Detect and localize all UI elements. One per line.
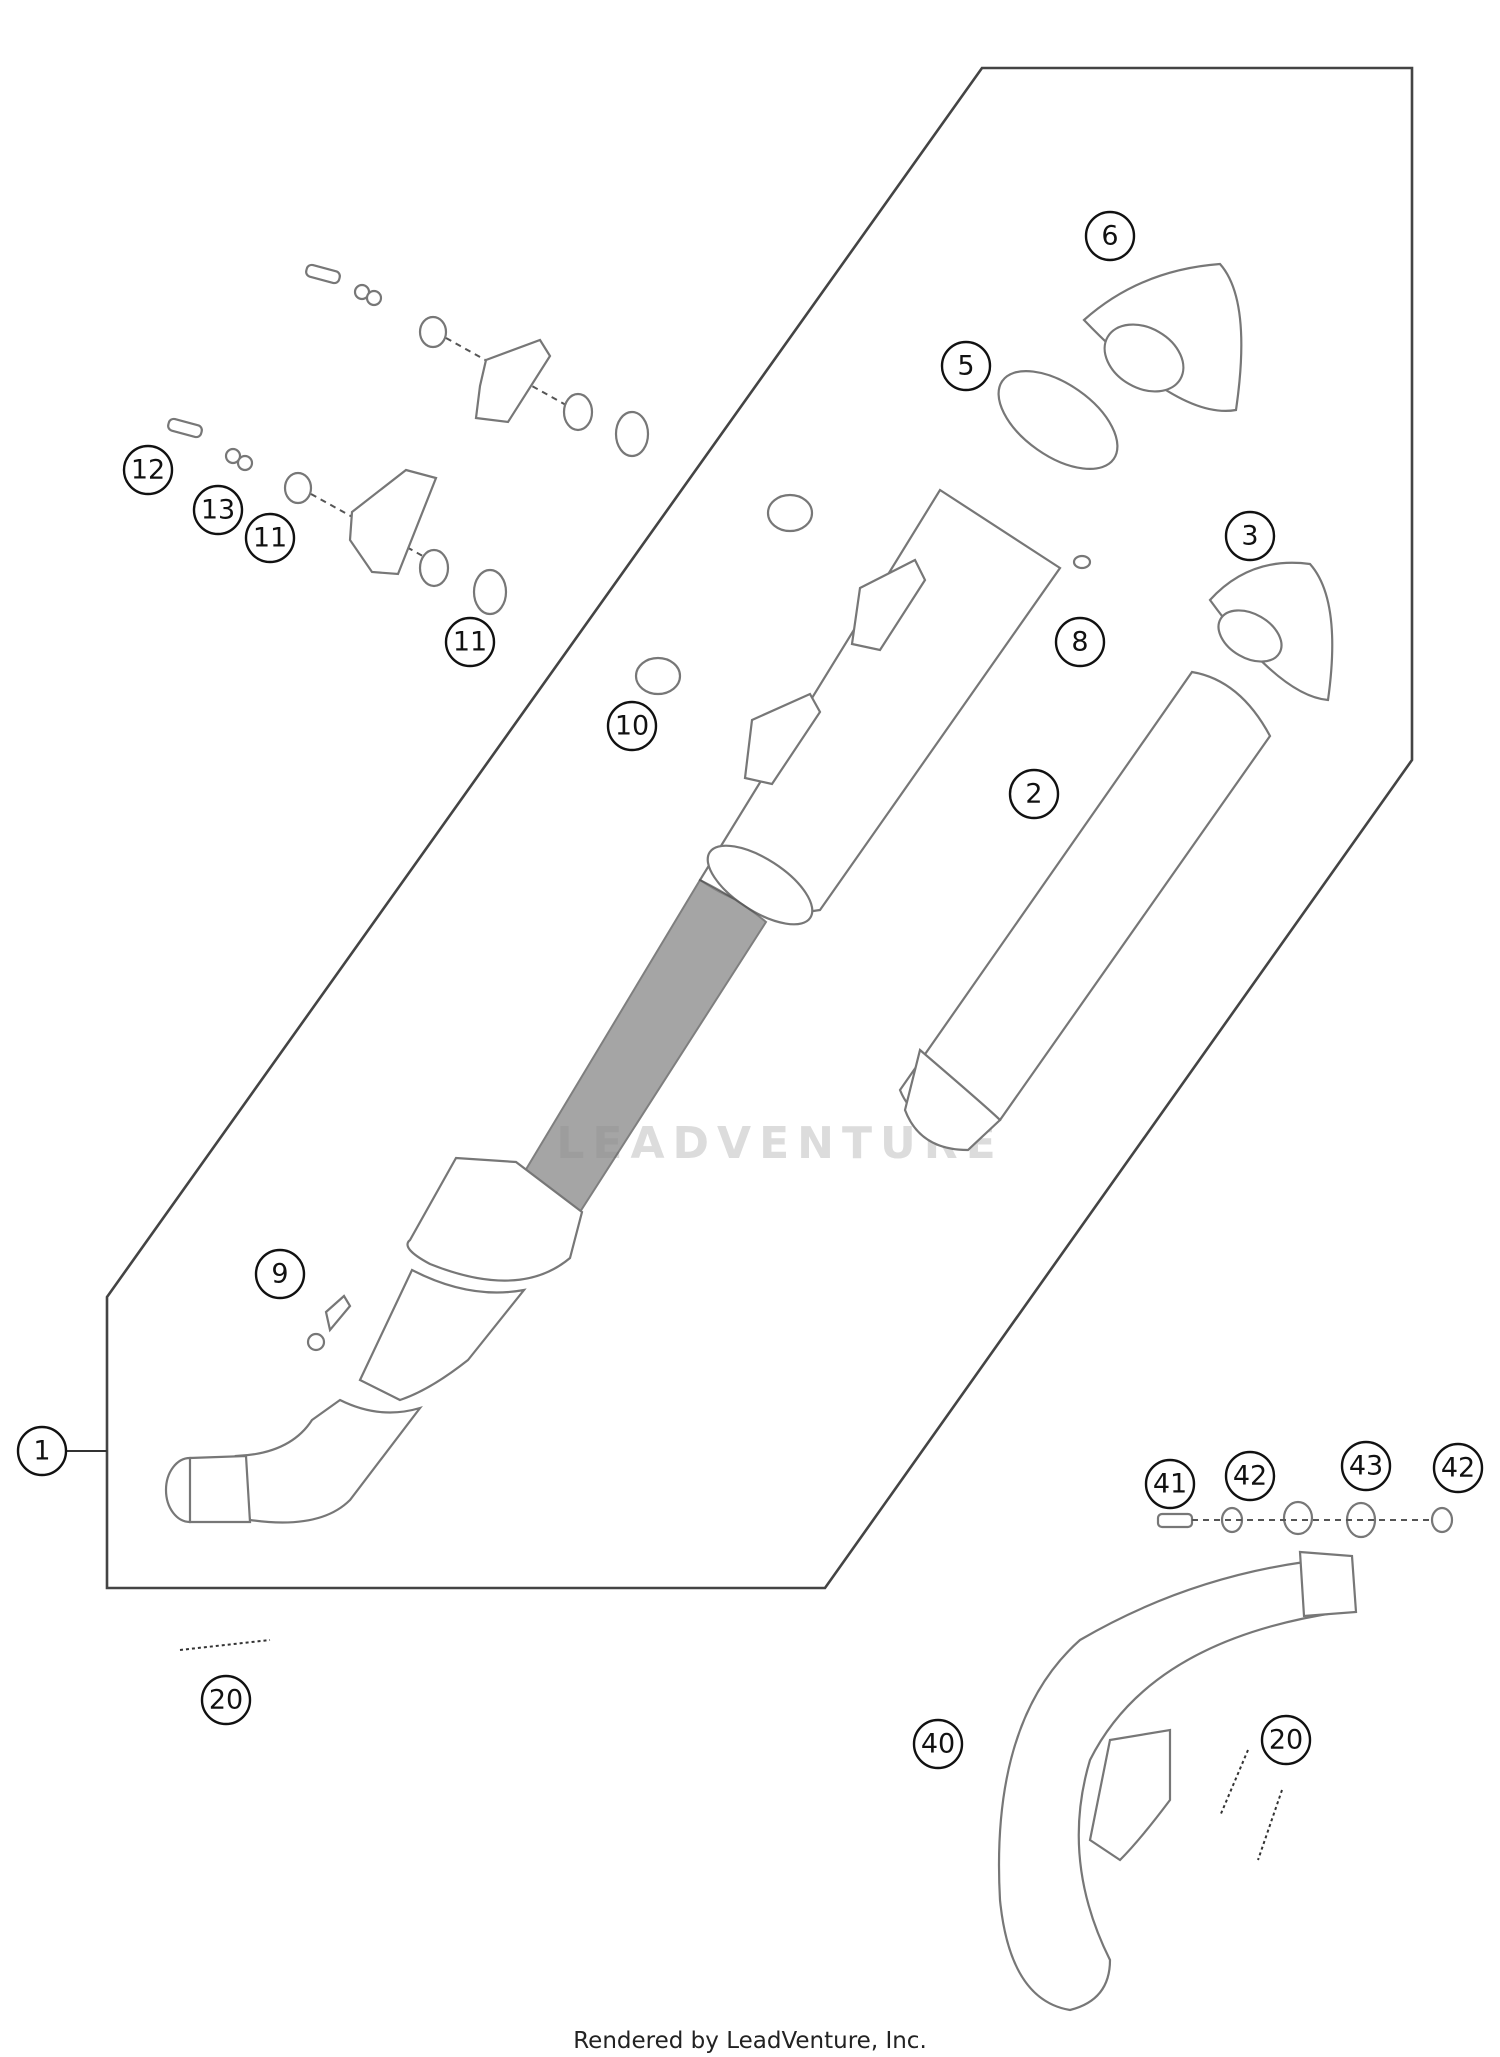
svg-text:2: 2: [1025, 779, 1042, 810]
svg-text:20: 20: [209, 1685, 243, 1716]
mounting-bracket-upper[interactable]: [305, 263, 650, 458]
callout-43: 43: [1340, 1440, 1392, 1492]
svg-text:13: 13: [201, 495, 235, 526]
svg-text:3: 3: [1241, 521, 1258, 552]
rubber-grommet-lower[interactable]: [634, 656, 682, 696]
svg-text:43: 43: [1349, 1451, 1383, 1482]
svg-text:9: 9: [271, 1259, 288, 1290]
callout-40: 40: [912, 1718, 964, 1770]
rubber-grommet-upper[interactable]: [766, 493, 814, 533]
svg-text:6: 6: [1101, 221, 1118, 252]
callout-5: 5: [940, 340, 992, 392]
spring-left[interactable]: [179, 1639, 271, 1651]
spring-clip[interactable]: [306, 1294, 352, 1352]
assembly-frame: [105, 66, 1414, 1590]
svg-text:40: 40: [921, 1729, 955, 1760]
muffler-inner-body[interactable]: [696, 488, 1062, 939]
spring-right-a[interactable]: [1219, 1749, 1249, 1817]
svg-text:11: 11: [253, 523, 287, 554]
inlet-cone-and-pipe[interactable]: [164, 1156, 584, 1524]
svg-text:12: 12: [131, 455, 165, 486]
svg-text:5: 5: [957, 351, 974, 382]
svg-text:11: 11: [453, 627, 487, 658]
callout-6: 6: [1084, 210, 1136, 262]
callout-9: 9: [254, 1248, 306, 1300]
spring-right-b[interactable]: [1257, 1789, 1283, 1861]
header-pipe[interactable]: [997, 1550, 1358, 2012]
svg-text:41: 41: [1153, 1469, 1187, 1500]
svg-text:10: 10: [615, 711, 649, 742]
svg-text:1: 1: [33, 1436, 50, 1467]
muffler-outer-sleeve[interactable]: [898, 670, 1272, 1152]
callout-2: 2: [1008, 768, 1060, 820]
callout-8: 8: [1054, 616, 1106, 668]
header-mount-hardware[interactable]: [1156, 1500, 1454, 1539]
callout-3: 3: [1224, 510, 1276, 562]
o-ring-seal[interactable]: [982, 352, 1135, 489]
callout-42-right: 42: [1432, 1442, 1484, 1494]
svg-text:42: 42: [1233, 1461, 1267, 1492]
callout-13: 13: [192, 484, 244, 536]
callout-12: 12: [122, 444, 174, 496]
callout-1: 1: [16, 1425, 68, 1477]
callout-20-right: 20: [1260, 1714, 1312, 1766]
muffler-bolt[interactable]: [1072, 554, 1092, 570]
svg-text:8: 8: [1071, 627, 1088, 658]
callout-11-lower: 11: [444, 616, 496, 668]
callout-41: 41: [1144, 1458, 1196, 1510]
callout-42-left: 42: [1224, 1450, 1276, 1502]
callout-20-left: 20: [200, 1674, 252, 1726]
callout-11-upper: 11: [244, 512, 296, 564]
end-cap-large[interactable]: [1082, 262, 1243, 412]
svg-text:20: 20: [1269, 1725, 1303, 1756]
callout-10: 10: [606, 700, 658, 752]
mounting-bracket-lower[interactable]: [167, 417, 508, 616]
footer-credit: Rendered by LeadVenture, Inc.: [573, 2028, 927, 2054]
svg-text:42: 42: [1441, 1453, 1475, 1484]
end-cap-small[interactable]: [1208, 561, 1334, 702]
